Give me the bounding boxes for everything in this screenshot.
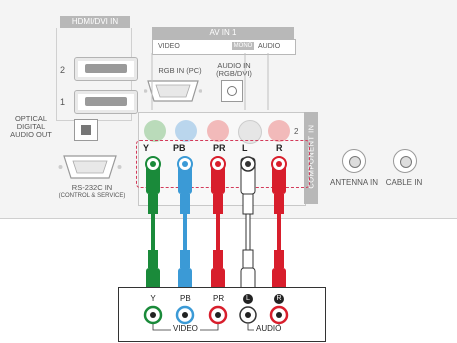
av-in-title: AV IN 1 — [152, 27, 294, 39]
rgb-in-label: RGB IN (PC) — [158, 66, 202, 75]
upper-jack-y — [144, 120, 166, 142]
cable-blue — [177, 156, 193, 292]
comp-label-y: Y — [143, 143, 150, 153]
device-label-pb: PB — [180, 294, 191, 303]
audio-in-jack — [221, 80, 243, 102]
device-label-pr: PR — [213, 294, 225, 303]
upper-jack-pb — [175, 120, 197, 142]
cable-red-r — [271, 156, 287, 292]
rs232c-label-2: (CONTROL & SERVICE) — [58, 193, 126, 199]
optical-port — [74, 119, 98, 141]
device-badge-l: L — [243, 294, 253, 304]
audio-in-label-2: (RGB/DVI) — [216, 69, 252, 78]
av-video-label: VIDEO — [158, 43, 180, 50]
av-connector-lines — [151, 53, 269, 110]
component-row-2-label: 2 — [294, 127, 299, 136]
comp-label-l: L — [242, 143, 248, 153]
component-in-sidebar — [304, 112, 318, 204]
comp-label-r: R — [276, 143, 283, 153]
upper-jack-pr — [207, 120, 229, 142]
av-in-strip — [152, 39, 296, 55]
antenna-jack — [342, 149, 366, 173]
cable-green — [145, 156, 161, 292]
device-badge-r: R — [274, 294, 284, 304]
device-jacks — [143, 305, 289, 331]
upper-jack-r — [268, 120, 290, 142]
optical-label-1: OPTICAL — [14, 114, 48, 123]
hdmi-port-2 — [74, 57, 138, 81]
av-mono-badge: MONO — [232, 42, 254, 50]
av-audio-label: AUDIO — [258, 43, 281, 50]
hdmi-port-2-label: 2 — [60, 65, 66, 75]
device-label-y: Y — [150, 294, 156, 303]
hdmi-port-1 — [74, 90, 138, 114]
antenna-label: ANTENNA IN — [329, 178, 378, 187]
optical-label-2: DIGITAL — [16, 122, 46, 131]
comp-label-pb: PB — [173, 143, 186, 153]
optical-label-3: AUDIO OUT — [10, 130, 52, 139]
rs232c-port-icon — [58, 155, 122, 179]
cable-jack — [393, 149, 417, 173]
cable-white — [240, 156, 256, 293]
device-video-label: VIDEO — [171, 324, 200, 333]
cable-label: CABLE IN — [385, 178, 423, 187]
hdmi-title: HDMI/DVI IN — [60, 16, 130, 28]
audio-in-label-1: AUDIO IN — [217, 61, 251, 70]
hdmi-port-1-label: 1 — [60, 97, 66, 107]
rgb-port-icon — [144, 80, 202, 102]
rs232c-label-1: RS-232C IN — [71, 183, 113, 192]
device-audio-label: AUDIO — [254, 324, 284, 333]
comp-label-pr: PR — [213, 143, 226, 153]
cable-red-pr — [210, 156, 226, 292]
